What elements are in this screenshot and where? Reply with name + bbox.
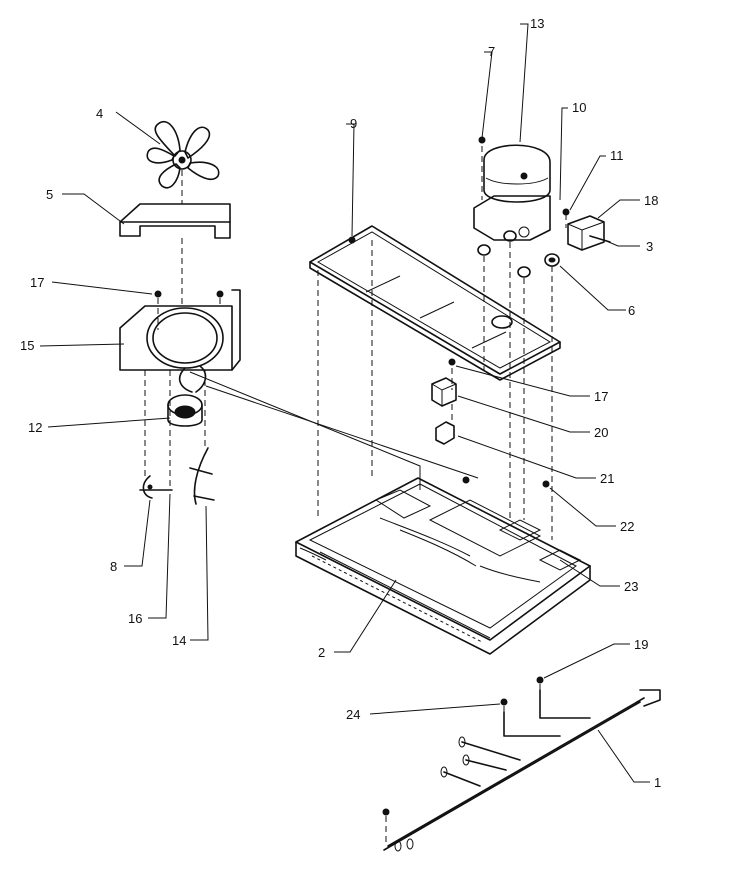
callout-22: 22 <box>620 519 634 534</box>
fan-shroud <box>119 289 241 393</box>
callout-3: 3 <box>646 239 653 254</box>
callout-19: 19 <box>634 637 648 652</box>
callout-21: 21 <box>600 471 614 486</box>
callout-2: 2 <box>318 645 325 660</box>
top-cover-plate <box>309 225 561 381</box>
relay <box>562 208 611 251</box>
callout-15: 15 <box>20 338 34 353</box>
grommets <box>477 230 560 278</box>
callout-14: 14 <box>172 633 186 648</box>
fan-blade <box>146 121 220 189</box>
screws <box>154 136 550 488</box>
leader-lines <box>39 23 650 783</box>
callout-9: 9 <box>350 116 357 131</box>
callout-5: 5 <box>46 187 53 202</box>
fan-bracket <box>119 203 231 239</box>
callout-4: 4 <box>96 106 103 121</box>
callout-16: 16 <box>128 611 142 626</box>
compressor <box>473 144 551 241</box>
callout-10: 10 <box>572 100 586 115</box>
capacitor <box>431 377 457 407</box>
motor-bracket-left <box>139 475 173 499</box>
callout-12: 12 <box>28 420 42 435</box>
motor-bracket-right <box>189 447 215 505</box>
callout-17-right: 17 <box>594 389 608 404</box>
callout-17-left: 17 <box>30 275 44 290</box>
callout-6: 6 <box>628 303 635 318</box>
callout-8: 8 <box>110 559 117 574</box>
callout-23: 23 <box>624 579 638 594</box>
callout-18: 18 <box>644 193 658 208</box>
callout-24: 24 <box>346 707 360 722</box>
callout-11: 11 <box>610 148 624 163</box>
relay-small <box>435 421 455 445</box>
callout-labels: 4 5 17 15 12 8 16 14 9 7 13 10 11 18 3 6… <box>20 16 661 790</box>
base-pan <box>295 477 591 655</box>
wiring-harness <box>382 676 661 852</box>
fan-motor <box>167 394 203 427</box>
assembly-lines <box>144 146 567 844</box>
callout-20: 20 <box>594 425 608 440</box>
callout-7: 7 <box>488 44 495 59</box>
callout-13: 13 <box>530 16 544 31</box>
callout-1: 1 <box>654 775 661 790</box>
